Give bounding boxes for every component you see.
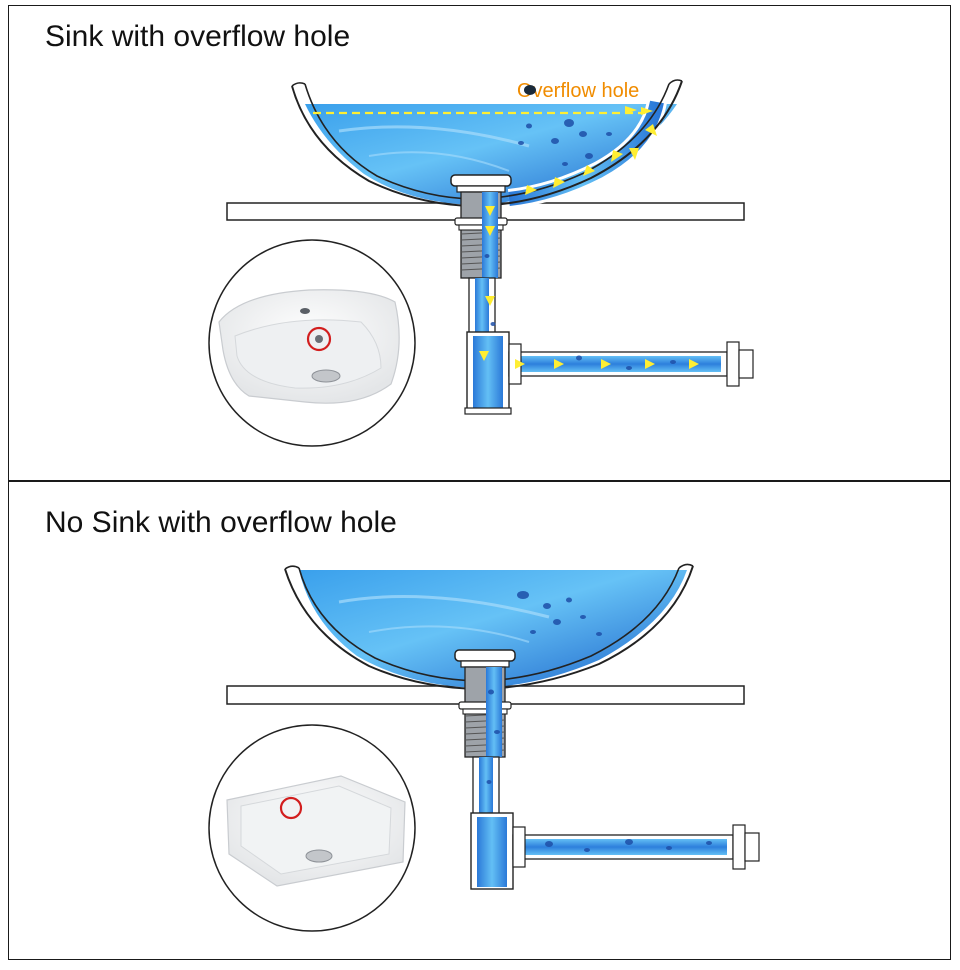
- arrow-icon: [515, 359, 699, 369]
- panel-without-overflow: No Sink with overflow hole: [8, 481, 951, 960]
- red-circle-marker: [279, 796, 303, 820]
- bubble-icon: [518, 119, 612, 166]
- drain-water: [486, 667, 502, 757]
- drain-body: [454, 191, 508, 279]
- drain-cap: [454, 649, 516, 662]
- overflow-hole-marker: [524, 85, 536, 95]
- panel-title: No Sink with overflow hole: [45, 506, 397, 539]
- bowl-water: [299, 570, 687, 688]
- overflow-hole-label: Overflow hole: [517, 80, 639, 102]
- product-photo-overflow-basin: [208, 239, 416, 447]
- panel-with-overflow: Sink with overflow hole: [8, 5, 951, 481]
- bubble-icon: [517, 591, 602, 636]
- arrow-icon: [525, 106, 657, 195]
- red-circle-marker: [306, 326, 332, 352]
- drain-cap: [450, 174, 512, 187]
- product-photo-rectangular-basin: [208, 724, 416, 932]
- arrow-icon: [479, 206, 495, 361]
- panel-title: Sink with overflow hole: [45, 20, 351, 53]
- bubble-icon: [486, 689, 712, 852]
- no-overflow-sink-diagram: [208, 563, 760, 932]
- bubble-icon: [484, 254, 676, 370]
- drain-body: [458, 666, 512, 758]
- overflow-sink-diagram: Overflow hole: [208, 79, 754, 447]
